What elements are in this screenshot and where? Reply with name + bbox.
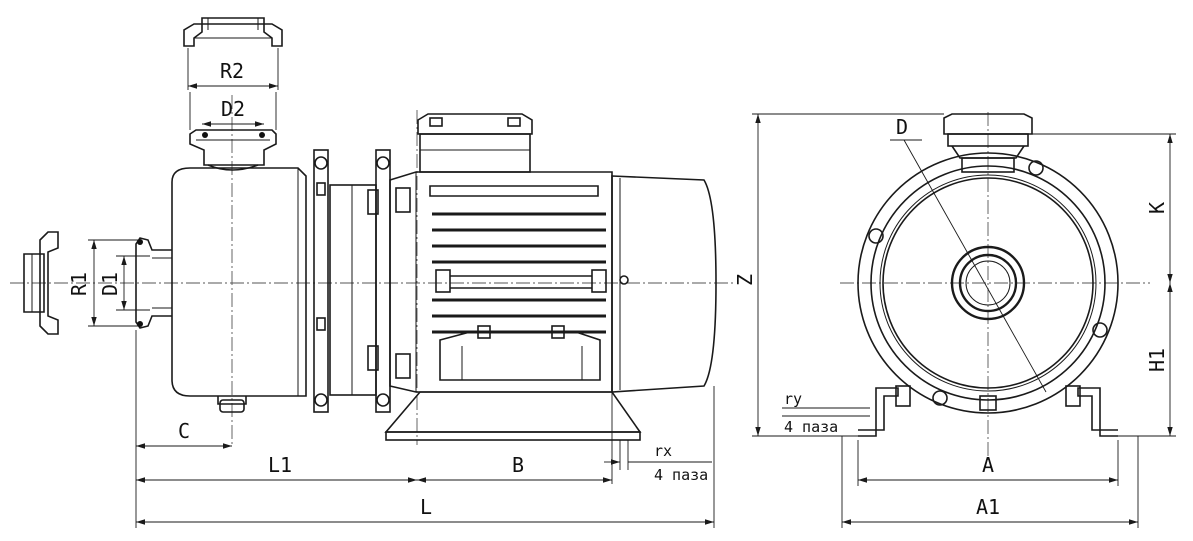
label-L: L [420, 495, 432, 519]
pump-inlet-opening [950, 245, 1026, 321]
motor-fan-cover [611, 175, 717, 393]
label-R1: R1 [67, 272, 91, 296]
motor-outer-circle [857, 152, 1119, 414]
motor-body [389, 171, 629, 393]
label-H1: H1 [1145, 348, 1169, 372]
pump-casing [171, 167, 307, 413]
label-L1: L1 [268, 453, 292, 477]
inlet-fitting-mounted [135, 237, 172, 329]
label-K: K [1145, 202, 1169, 214]
inlet-fitting-detached [23, 231, 59, 335]
label-B: B [512, 453, 524, 477]
pump-base [384, 391, 642, 441]
label-D1: D1 [98, 272, 122, 296]
side-view [10, 17, 735, 445]
label-slots-side: 4 паза [654, 466, 708, 484]
dimensions [88, 48, 1176, 528]
label-Z: Z [733, 274, 757, 286]
label-slots-front: 4 паза [784, 418, 838, 436]
outlet-fitting-mounted [189, 129, 277, 171]
terminal-box [417, 113, 533, 173]
label-D: D [896, 115, 908, 139]
dimension-labels: R2 D2 R1 D1 C L1 B rx 4 паза L Z D K H1 … [67, 59, 1169, 519]
label-ry: ry [784, 390, 802, 408]
front-outlet-fitting [943, 113, 1033, 173]
label-A: A [982, 453, 994, 477]
label-R2: R2 [220, 59, 244, 83]
front-base-bracket [858, 385, 1118, 437]
outlet-fitting-detached [183, 17, 283, 47]
pump-flange [313, 149, 391, 413]
label-A1: A1 [976, 495, 1000, 519]
label-rx: rx [654, 442, 672, 460]
front-view [840, 112, 1150, 460]
label-D2: D2 [221, 97, 245, 121]
label-C: C [178, 419, 190, 443]
